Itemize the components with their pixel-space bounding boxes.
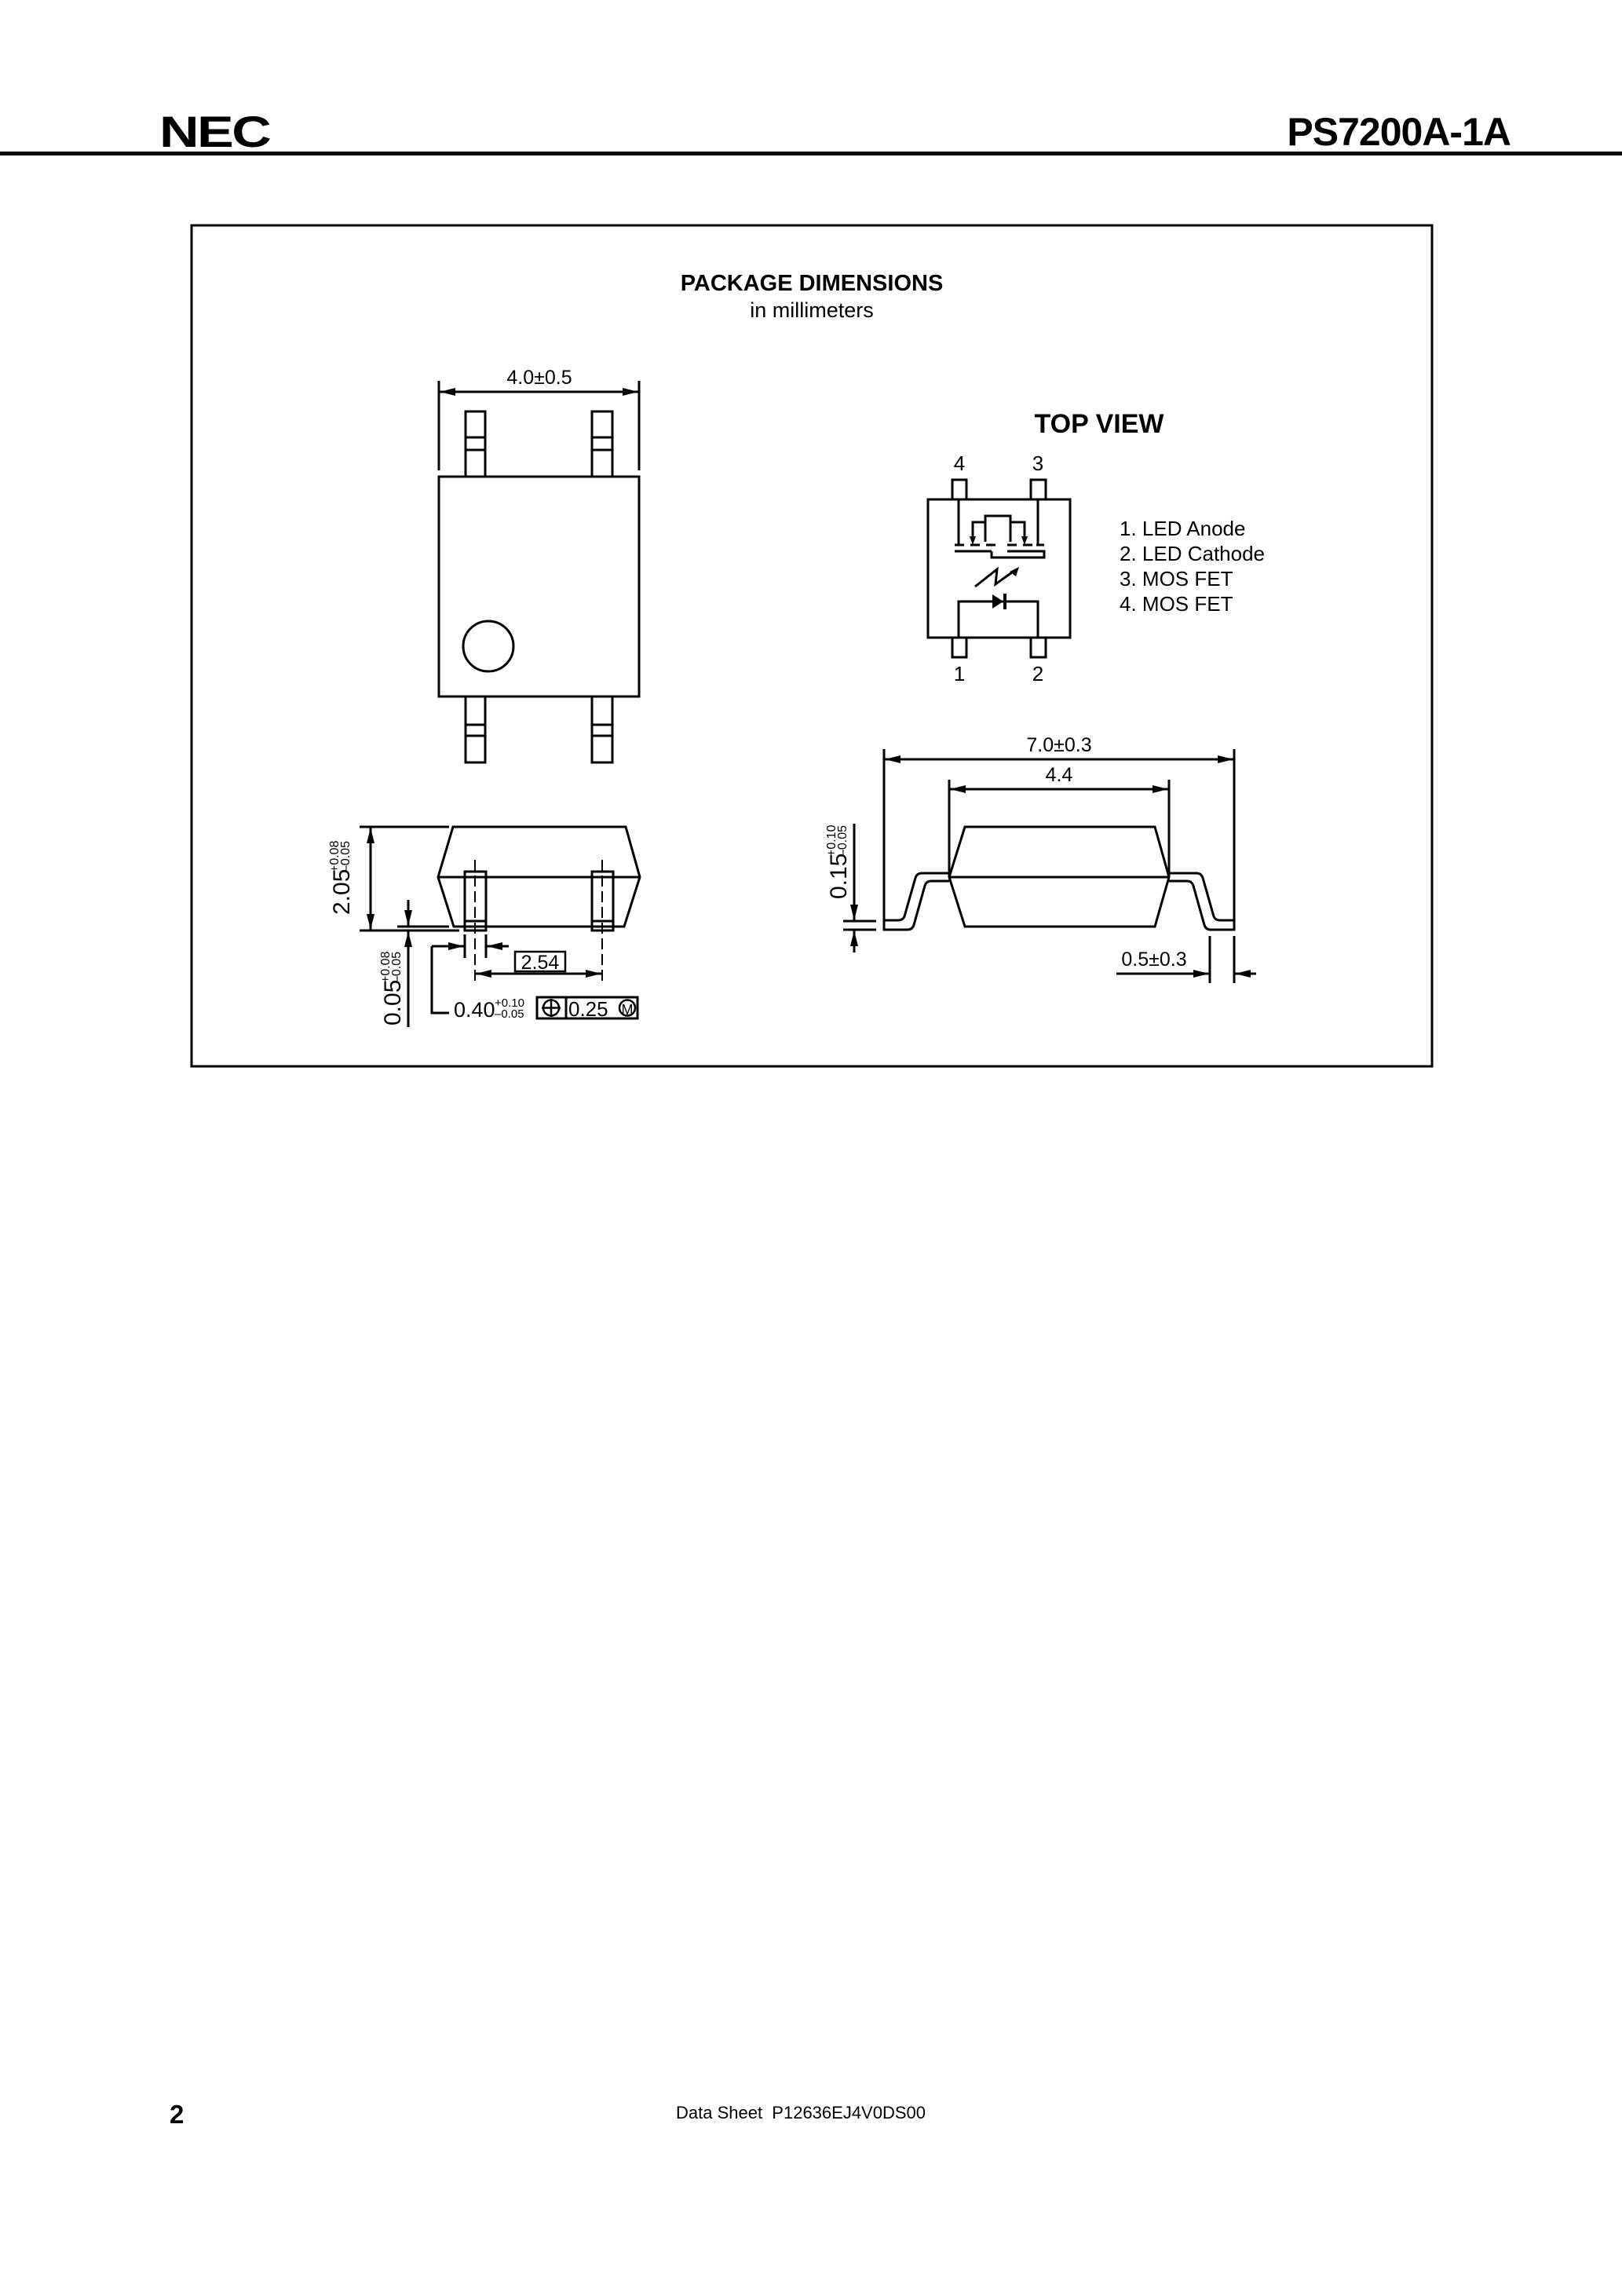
svg-text:+0.08: +0.08	[379, 951, 393, 983]
figure-frame	[190, 224, 1434, 1068]
pin-label-1: 1	[954, 662, 965, 686]
top-view-glyphs	[970, 536, 1028, 609]
pin-legend-item: 4. MOS FET	[1120, 592, 1233, 616]
side-view-end	[360, 825, 641, 1027]
position-tolerance-value: 0.25	[568, 997, 608, 1021]
figure-title: PACKAGE DIMENSIONS	[681, 271, 944, 296]
svg-text:0.05: 0.05	[380, 980, 406, 1026]
svg-text:+0.10: +0.10	[825, 824, 838, 857]
dim-body-length: 4.4	[1046, 764, 1073, 786]
header-divider	[0, 152, 1622, 155]
page-number: 2	[170, 2100, 184, 2129]
pin-label-4: 4	[954, 452, 965, 475]
svg-text:+0.08: +0.08	[328, 840, 342, 872]
svg-text:–0.05: –0.05	[495, 1007, 524, 1021]
maximum-material-modifier: M	[622, 1002, 634, 1018]
svg-text:0.40: 0.40	[454, 998, 495, 1022]
dim-standoff-label: 0.05 +0.08 –0.05	[379, 951, 406, 1026]
top-view-title: TOP VIEW	[1034, 409, 1164, 439]
pin-legend: 1. LED Anode 2. LED Cathode 3. MOS FET 4…	[1120, 517, 1265, 616]
dim-pitch: 2.54	[521, 952, 560, 974]
svg-text:–0.05: –0.05	[339, 841, 353, 872]
svg-text:0.15: 0.15	[826, 854, 852, 899]
nec-logo: NEC	[159, 107, 272, 156]
svg-text:–0.05: –0.05	[390, 952, 404, 983]
side-view-gullwing	[843, 749, 1256, 983]
dim-lead-extension: 0.5±0.3	[1121, 949, 1186, 971]
svg-text:–0.05: –0.05	[836, 825, 849, 857]
svg-text:+0.10: +0.10	[495, 996, 524, 1010]
document-title: PS7200A-1A	[1287, 110, 1511, 154]
pin-label-3: 3	[1032, 452, 1043, 475]
pin-legend-item: 2. LED Cathode	[1120, 542, 1265, 565]
top-view-schematic	[926, 478, 1072, 659]
pin1-index-mark	[462, 620, 515, 673]
dim-lead-width-label: 0.40 +0.10 –0.05	[454, 996, 524, 1022]
document-reference: Data Sheet P12636EJ4V0DS00	[676, 2103, 926, 2122]
dim-width-top: 4.0±0.5	[506, 367, 572, 389]
dim-overall-length: 7.0±0.3	[1026, 734, 1091, 756]
pin-label-2: 2	[1032, 662, 1043, 686]
figure-subtitle: in millimeters	[750, 298, 874, 322]
dim-lead-thickness-label: 0.15 +0.10 –0.05	[825, 824, 852, 899]
dim-height-label: 2.05 +0.08 –0.05	[328, 840, 355, 915]
svg-text:2.05: 2.05	[329, 869, 355, 915]
pin-legend-item: 3. MOS FET	[1120, 567, 1233, 590]
plan-view	[437, 381, 641, 764]
pin-legend-item: 1. LED Anode	[1120, 517, 1245, 540]
